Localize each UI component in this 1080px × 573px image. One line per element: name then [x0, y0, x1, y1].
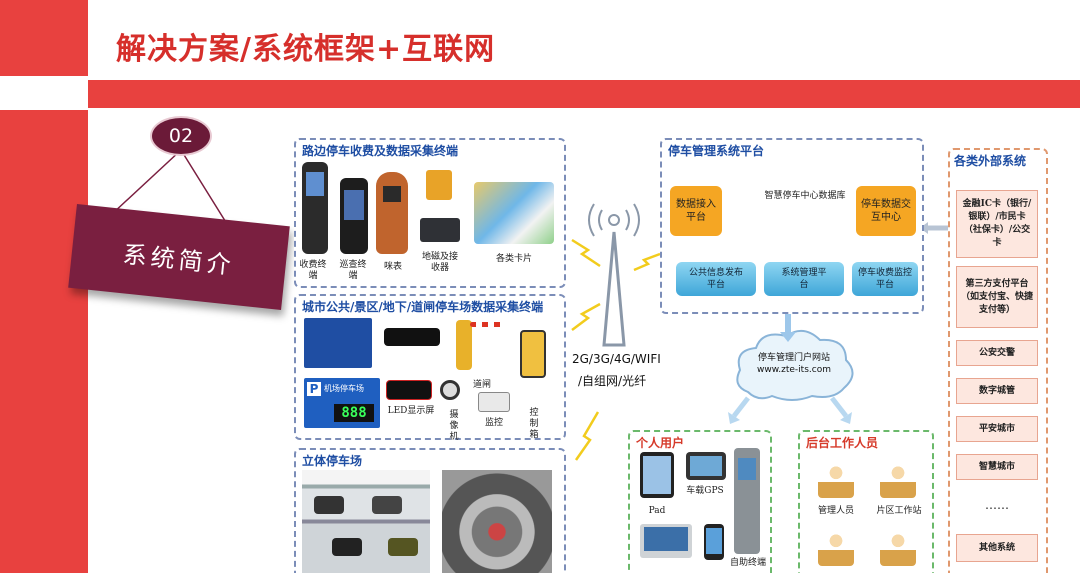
manager-figure-icon	[818, 462, 854, 498]
receiver-image	[420, 218, 460, 242]
red-header-band	[88, 80, 1080, 108]
geomagnetic-sensor-image	[426, 170, 452, 200]
external-system-item: 智慧城市	[956, 454, 1038, 480]
stereo-garage-photo	[302, 470, 430, 573]
external-system-item: 第三方支付平台（如支付宝、快捷支付等）	[956, 266, 1038, 328]
laptop-image	[640, 524, 692, 558]
box-camera-image	[478, 392, 510, 412]
device-label: 各类卡片	[495, 254, 532, 264]
device-label: Pad	[648, 506, 666, 516]
red-corner-block	[0, 0, 88, 76]
network-type-label: 2G/3G/4G/WIFI	[572, 352, 661, 366]
parking-meter-image	[376, 172, 408, 254]
role-label: 管理人员	[817, 506, 854, 516]
section-sign-label: 系统简介	[121, 239, 236, 280]
external-system-item: 数字城管	[956, 378, 1038, 404]
portal-website-label: 停车管理门户网站 www.zte-its.com	[742, 352, 846, 376]
device-label: 车载GPS	[686, 486, 724, 496]
management-platform-title: 停车管理系统平台	[668, 144, 765, 158]
cards-image	[474, 182, 554, 244]
section-number-badge: 02	[150, 116, 212, 156]
control-box-image	[520, 330, 546, 378]
portal-name: 停车管理门户网站	[757, 353, 830, 363]
external-system-item: 其他系统	[956, 534, 1038, 562]
info-publish-platform: 公共信息发布平台	[676, 262, 756, 296]
back-office-title: 后台工作人员	[806, 436, 879, 450]
section-sign[interactable]: 系统简介	[68, 204, 290, 310]
device-label: 监控	[484, 418, 503, 428]
device-label: LED显示屏	[387, 406, 435, 416]
parking-sign-digits: 888	[334, 404, 374, 422]
data-access-platform: 数据接入平台	[670, 186, 722, 236]
led-display-image	[384, 328, 440, 346]
monitor-figure-icon	[818, 530, 854, 566]
stereo-parking-panel-title: 立体停车场	[302, 454, 363, 468]
city-parking-panel-title: 城市公共/景区/地下/道闸停车场数据采集终端	[302, 300, 544, 314]
external-system-item: 金融IC卡（银行/银联）/市民卡（社保卡）/公交卡	[956, 190, 1038, 258]
kiosk-image	[734, 448, 760, 554]
device-label: 道闸	[472, 380, 491, 390]
car-gps-image	[686, 452, 726, 480]
device-label: 巡查终端	[339, 260, 367, 281]
data-exchange-center: 停车数据交互中心	[856, 186, 916, 236]
parking-sign-board: P 机场停车场 888	[304, 378, 380, 428]
patrol-terminal-image	[340, 178, 368, 254]
red-left-strip	[0, 110, 88, 573]
slide-title: 解决方案/系统框架+互联网	[116, 32, 496, 67]
device-label: 地磁及接收器	[421, 252, 458, 273]
portal-url: www.zte-its.com	[757, 365, 831, 375]
device-label: 咪表	[383, 262, 402, 272]
device-label: 摄像机	[449, 410, 459, 442]
central-database-label: 智慧停车中心数据库	[764, 191, 846, 201]
roadside-panel-title: 路边停车收费及数据采集终端	[302, 144, 459, 158]
system-management-platform: 系统管理平台	[764, 262, 844, 296]
tower-garage-photo	[442, 470, 552, 573]
external-system-ellipsis: ……	[985, 498, 1009, 512]
device-label: 收费终端	[299, 260, 327, 281]
barrier-arm-image	[470, 322, 506, 327]
fee-monitoring-platform: 停车收费监控平台	[852, 262, 918, 296]
role-label: 片区工作站	[876, 506, 922, 516]
dome-camera-image	[440, 380, 460, 400]
parking-sign-text: 机场停车场	[324, 384, 364, 393]
district-station-figure-icon	[880, 462, 916, 498]
led-guide-sign-image	[304, 318, 372, 368]
device-label: 控制箱	[529, 408, 539, 440]
external-system-item: 公安交警	[956, 340, 1038, 366]
personal-users-title: 个人用户	[636, 436, 685, 450]
barrier-gate-image	[456, 320, 472, 370]
phone-image	[704, 524, 724, 560]
staff-figure-icon	[880, 530, 916, 566]
external-system-item: 平安城市	[956, 416, 1038, 442]
tablet-image	[640, 452, 674, 498]
device-label: 自助终端	[729, 558, 766, 568]
led-red-display-image	[386, 380, 432, 400]
external-systems-title: 各类外部系统	[954, 154, 1027, 168]
network-type-label-2: /自组网/光纤	[578, 374, 647, 388]
handheld-terminal-image	[302, 162, 328, 254]
